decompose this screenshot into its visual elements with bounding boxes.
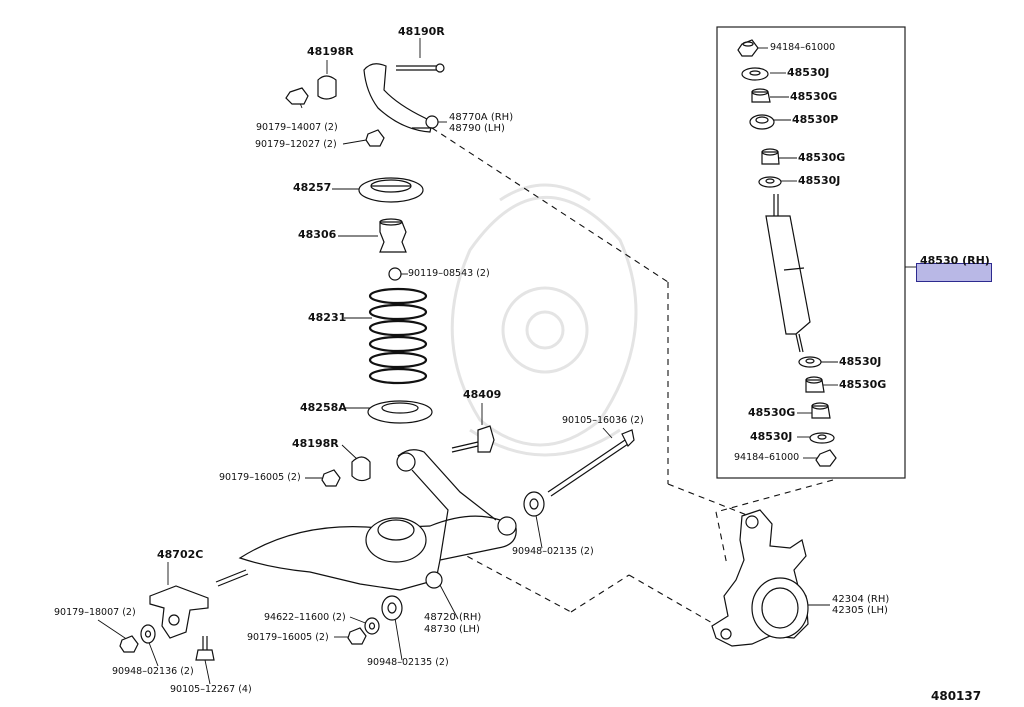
label-48530G-3[interactable]: 48530G	[839, 378, 887, 391]
label-48257[interactable]: 48257	[293, 181, 332, 194]
label-90179-16005-a[interactable]: 90179–16005 (2)	[219, 472, 301, 483]
label-42304-rh[interactable]: 42304 (RH)	[832, 594, 890, 605]
steering-knuckle-42304	[711, 509, 809, 647]
bushing-48530G-1	[751, 88, 771, 103]
label-48409[interactable]: 48409	[463, 388, 502, 401]
upper-control-arm-48770A	[363, 63, 445, 133]
label-48770A-rh[interactable]: 48770A (RH)	[449, 112, 514, 123]
cam-bolt-48409	[451, 425, 495, 453]
label-48530J-4[interactable]: 48530J	[750, 430, 793, 443]
washer-48530J-3	[798, 356, 822, 368]
label-90179-18007[interactable]: 90179–18007 (2)	[54, 607, 136, 618]
plate-48530P	[749, 114, 775, 130]
assembly-lines	[431, 127, 834, 625]
stabilizer-bracket-48702C	[149, 585, 209, 639]
bolt-90105-12267	[195, 636, 215, 661]
nut-90179-18007	[119, 635, 139, 653]
washer-90948-02136	[140, 624, 156, 644]
label-48790-lh[interactable]: 48790 (LH)	[449, 123, 505, 134]
label-48730-lh[interactable]: 48730 (LH)	[424, 624, 480, 635]
label-48530G-1[interactable]: 48530G	[790, 90, 838, 103]
shock-absorber-48530	[765, 194, 811, 353]
label-48530J-2[interactable]: 48530J	[798, 174, 841, 187]
bushing-48530G-3	[805, 376, 825, 393]
label-90179-12027[interactable]: 90179–12027 (2)	[255, 139, 337, 150]
washer-48530J-2	[758, 176, 782, 188]
bolt-90105-16036	[547, 429, 635, 497]
washer-90948-02135-a	[523, 491, 545, 517]
bushing-48530G-4	[811, 402, 831, 419]
label-90948-02136[interactable]: 90948–02136 (2)	[112, 666, 194, 677]
washer-90948-02135-b	[381, 595, 403, 621]
nut-94184-61000-bottom	[815, 449, 837, 467]
label-94184-61000-top[interactable]: 94184–61000	[770, 42, 836, 53]
label-90179-16005-b[interactable]: 90179–16005 (2)	[247, 632, 329, 643]
spring-seat-48257	[358, 177, 424, 203]
spring-seat-48258A	[367, 400, 433, 424]
label-48306[interactable]: 48306	[298, 228, 337, 241]
nut-90179-12027	[365, 129, 385, 147]
label-90105-16036[interactable]: 90105–16036 (2)	[562, 415, 644, 426]
highlight-48530-rh[interactable]	[916, 263, 992, 282]
label-90948-02135-b[interactable]: 90948–02135 (2)	[367, 657, 449, 668]
bump-stopper-48306	[379, 218, 407, 253]
label-48720-rh[interactable]: 48720 (RH)	[424, 612, 482, 623]
bolt-90119-08543	[388, 267, 402, 281]
watermark-emblem	[450, 183, 638, 457]
cam-plate-48198R-lower	[351, 456, 371, 482]
nut-90179-16005-a	[321, 469, 341, 487]
label-48702C[interactable]: 48702C	[157, 548, 204, 561]
label-48530G-2[interactable]: 48530G	[798, 151, 846, 164]
label-48530G-4[interactable]: 48530G	[748, 406, 796, 419]
label-48198R-lower[interactable]: 48198R	[292, 437, 339, 450]
label-48231[interactable]: 48231	[308, 311, 347, 324]
label-42305-lh[interactable]: 42305 (LH)	[832, 605, 888, 616]
label-48198R-upper[interactable]: 48198R	[307, 45, 354, 58]
nut-90179-14007	[285, 87, 309, 105]
nut-90179-16005-b	[347, 627, 367, 645]
label-90179-14007[interactable]: 90179–14007 (2)	[256, 122, 338, 133]
lower-control-arm-48720	[215, 449, 517, 591]
diagram-number: 480137	[931, 689, 982, 703]
nut-94184-61000-top	[737, 39, 759, 57]
washer-48530J-4	[809, 432, 835, 444]
label-90105-12267[interactable]: 90105–12267 (4)	[170, 684, 252, 695]
label-48530P[interactable]: 48530P	[792, 113, 839, 126]
label-48530J-3[interactable]: 48530J	[839, 355, 882, 368]
label-48258A[interactable]: 48258A	[300, 401, 347, 414]
shock-absorber-group-box	[716, 26, 906, 479]
label-90948-02135-a[interactable]: 90948–02135 (2)	[512, 546, 594, 557]
coil-spring-48231	[368, 287, 428, 385]
label-94184-61000-bottom[interactable]: 94184–61000	[734, 452, 800, 463]
label-48530-rh[interactable]: 48530 (RH)	[920, 254, 990, 267]
label-48190R[interactable]: 48190R	[398, 25, 445, 38]
washer-48530J-1	[741, 67, 769, 81]
label-90119-08543[interactable]: 90119–08543 (2)	[408, 268, 490, 279]
label-48530J-1[interactable]: 48530J	[787, 66, 830, 79]
bushing-48530G-2	[761, 148, 780, 165]
bushing-48198R-upper	[317, 75, 337, 100]
label-94622-11600[interactable]: 94622–11600 (2)	[264, 612, 346, 623]
washer-94622-11600	[364, 617, 380, 635]
